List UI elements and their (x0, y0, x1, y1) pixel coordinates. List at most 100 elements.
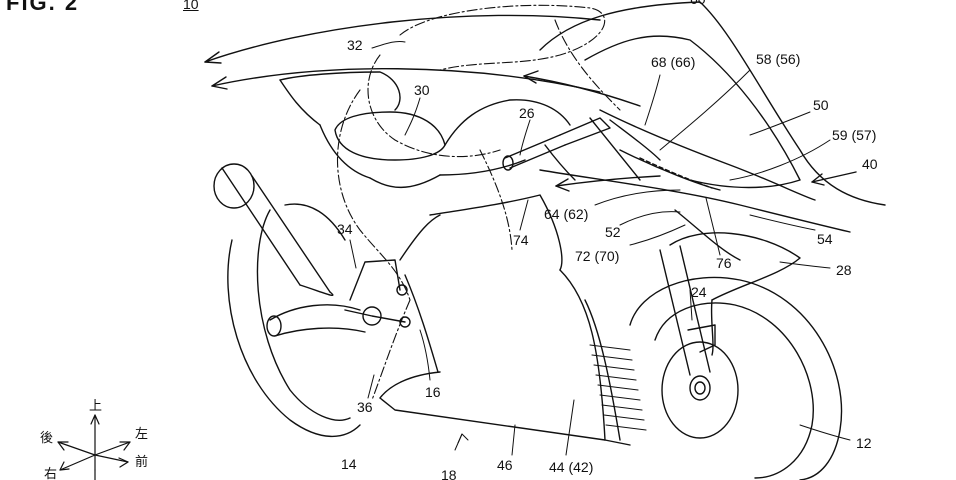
front-fairing (539, 1, 886, 261)
direction-label-up: 上 (89, 399, 103, 414)
seat-rail (319, 124, 371, 179)
airflow-arrowhead-fairing (523, 70, 539, 84)
footpeg-bar (344, 309, 406, 323)
leader-26 (519, 119, 531, 156)
leader-52 (619, 211, 681, 226)
undercowl-rear (379, 371, 441, 399)
leader-12 (799, 424, 851, 441)
radiator-fins (589, 344, 647, 431)
rider-leg-upper (337, 89, 411, 301)
rider-outline (337, 4, 621, 401)
leader-72 (629, 224, 686, 246)
leader-68 (644, 74, 661, 126)
front-wheel (629, 276, 843, 480)
rear-tire-top (284, 203, 346, 241)
tail-underside (279, 79, 321, 126)
ref-numeral-40: 40 (862, 156, 878, 172)
axis-left-head (119, 441, 131, 451)
ref-numeral-18: 18 (441, 467, 457, 480)
ref-numeral-60: 60 (690, 0, 706, 6)
rider-torso (367, 54, 501, 158)
cowl-front-edge (559, 269, 606, 441)
tail-cowl (279, 71, 401, 111)
rear-wheel (227, 203, 361, 438)
ref-numeral-58: 58 (56) (756, 51, 801, 67)
windscreen-inner (584, 35, 801, 189)
cowl-rear-edge (404, 274, 439, 373)
ref-numeral-44: 44 (42) (549, 459, 594, 475)
leader-28 (779, 261, 831, 269)
axis-up-head (90, 414, 100, 425)
footpeg-bracket (344, 259, 411, 328)
ref-numeral-10: 10 (183, 0, 199, 12)
axis-front-head (118, 457, 129, 468)
ref-numeral-34: 34 (337, 221, 353, 237)
rider-helmet-back (399, 4, 606, 71)
frame-rail (369, 174, 441, 188)
fuel-tank (369, 99, 571, 188)
ref-numeral-54: 54 (817, 231, 833, 247)
axis-right-head (59, 461, 70, 471)
brake-lever (544, 144, 576, 181)
rider-leg-lower (371, 299, 411, 401)
axis-left-arrow (94, 441, 131, 456)
leader-50 (749, 111, 811, 136)
ref-numeral-36: 36 (357, 399, 373, 415)
bracket-bolt-lower (399, 316, 411, 328)
airflow-arrows (204, 14, 857, 192)
leader-58 (659, 69, 751, 151)
handlebar-end (502, 155, 514, 171)
ref-numeral-52: 52 (605, 224, 621, 240)
leader-34 (349, 239, 357, 269)
leader-76 (705, 197, 721, 256)
ref-numeral-32: 32 (347, 37, 363, 53)
exhaust-tip (266, 315, 282, 337)
ref-numeral-50: 50 (813, 97, 829, 113)
rider-arm (479, 149, 513, 251)
fairing-upper-line (599, 109, 816, 201)
ref-numeral-30: 30 (414, 82, 430, 98)
front-brake-disc (661, 341, 739, 439)
direction-label-rear: 後 (40, 431, 54, 446)
ref-numeral-14: 14 (341, 456, 357, 472)
leader-74 (519, 199, 529, 231)
rear-tire-outer (227, 239, 361, 438)
radiator-side (584, 299, 621, 441)
airflow-arrow-front (811, 171, 857, 183)
direction-label-front: 前 (135, 455, 149, 470)
front-fender-outline (669, 232, 801, 301)
bracket-bolt-upper (396, 284, 408, 296)
front-tire-outer (629, 276, 843, 480)
duct-outlet-line (619, 149, 721, 191)
side-cowl (379, 194, 631, 446)
figure-title: FIG. 2 (6, 0, 80, 15)
fork-bottom (687, 324, 716, 353)
ref-numeral-76: 76 (716, 255, 732, 271)
airflow-arrowhead-upper (204, 51, 222, 64)
bracket-frame (349, 259, 401, 301)
radiator-grille (589, 344, 647, 431)
axis-right-arrow (59, 454, 96, 471)
airflow-arrowhead-lower (211, 76, 228, 90)
direction-indicator-arrows (57, 414, 131, 480)
ref-numeral-72: 72 (70) (575, 248, 620, 264)
ref-numeral-59: 59 (57) (832, 127, 877, 143)
windscreen-outline (539, 1, 886, 206)
front-fender (669, 232, 801, 356)
handlebar-assembly (502, 117, 641, 181)
leader-36 (367, 374, 375, 399)
axis-front-arrow (94, 454, 129, 463)
axis-rear-arrow (57, 441, 96, 456)
front-tire-inner (654, 302, 814, 479)
ref-numeral-28: 28 (836, 262, 852, 278)
fuel-tank-top (444, 99, 571, 146)
front-fork (659, 245, 716, 376)
airflow-arrow-lower (211, 68, 601, 93)
leader-18-arrowhead (457, 433, 469, 444)
rear-tire-inner (256, 209, 351, 421)
duct-inlet-line (609, 119, 661, 161)
airflow-arrowhead-side (555, 178, 570, 192)
leader-59 (729, 139, 831, 181)
